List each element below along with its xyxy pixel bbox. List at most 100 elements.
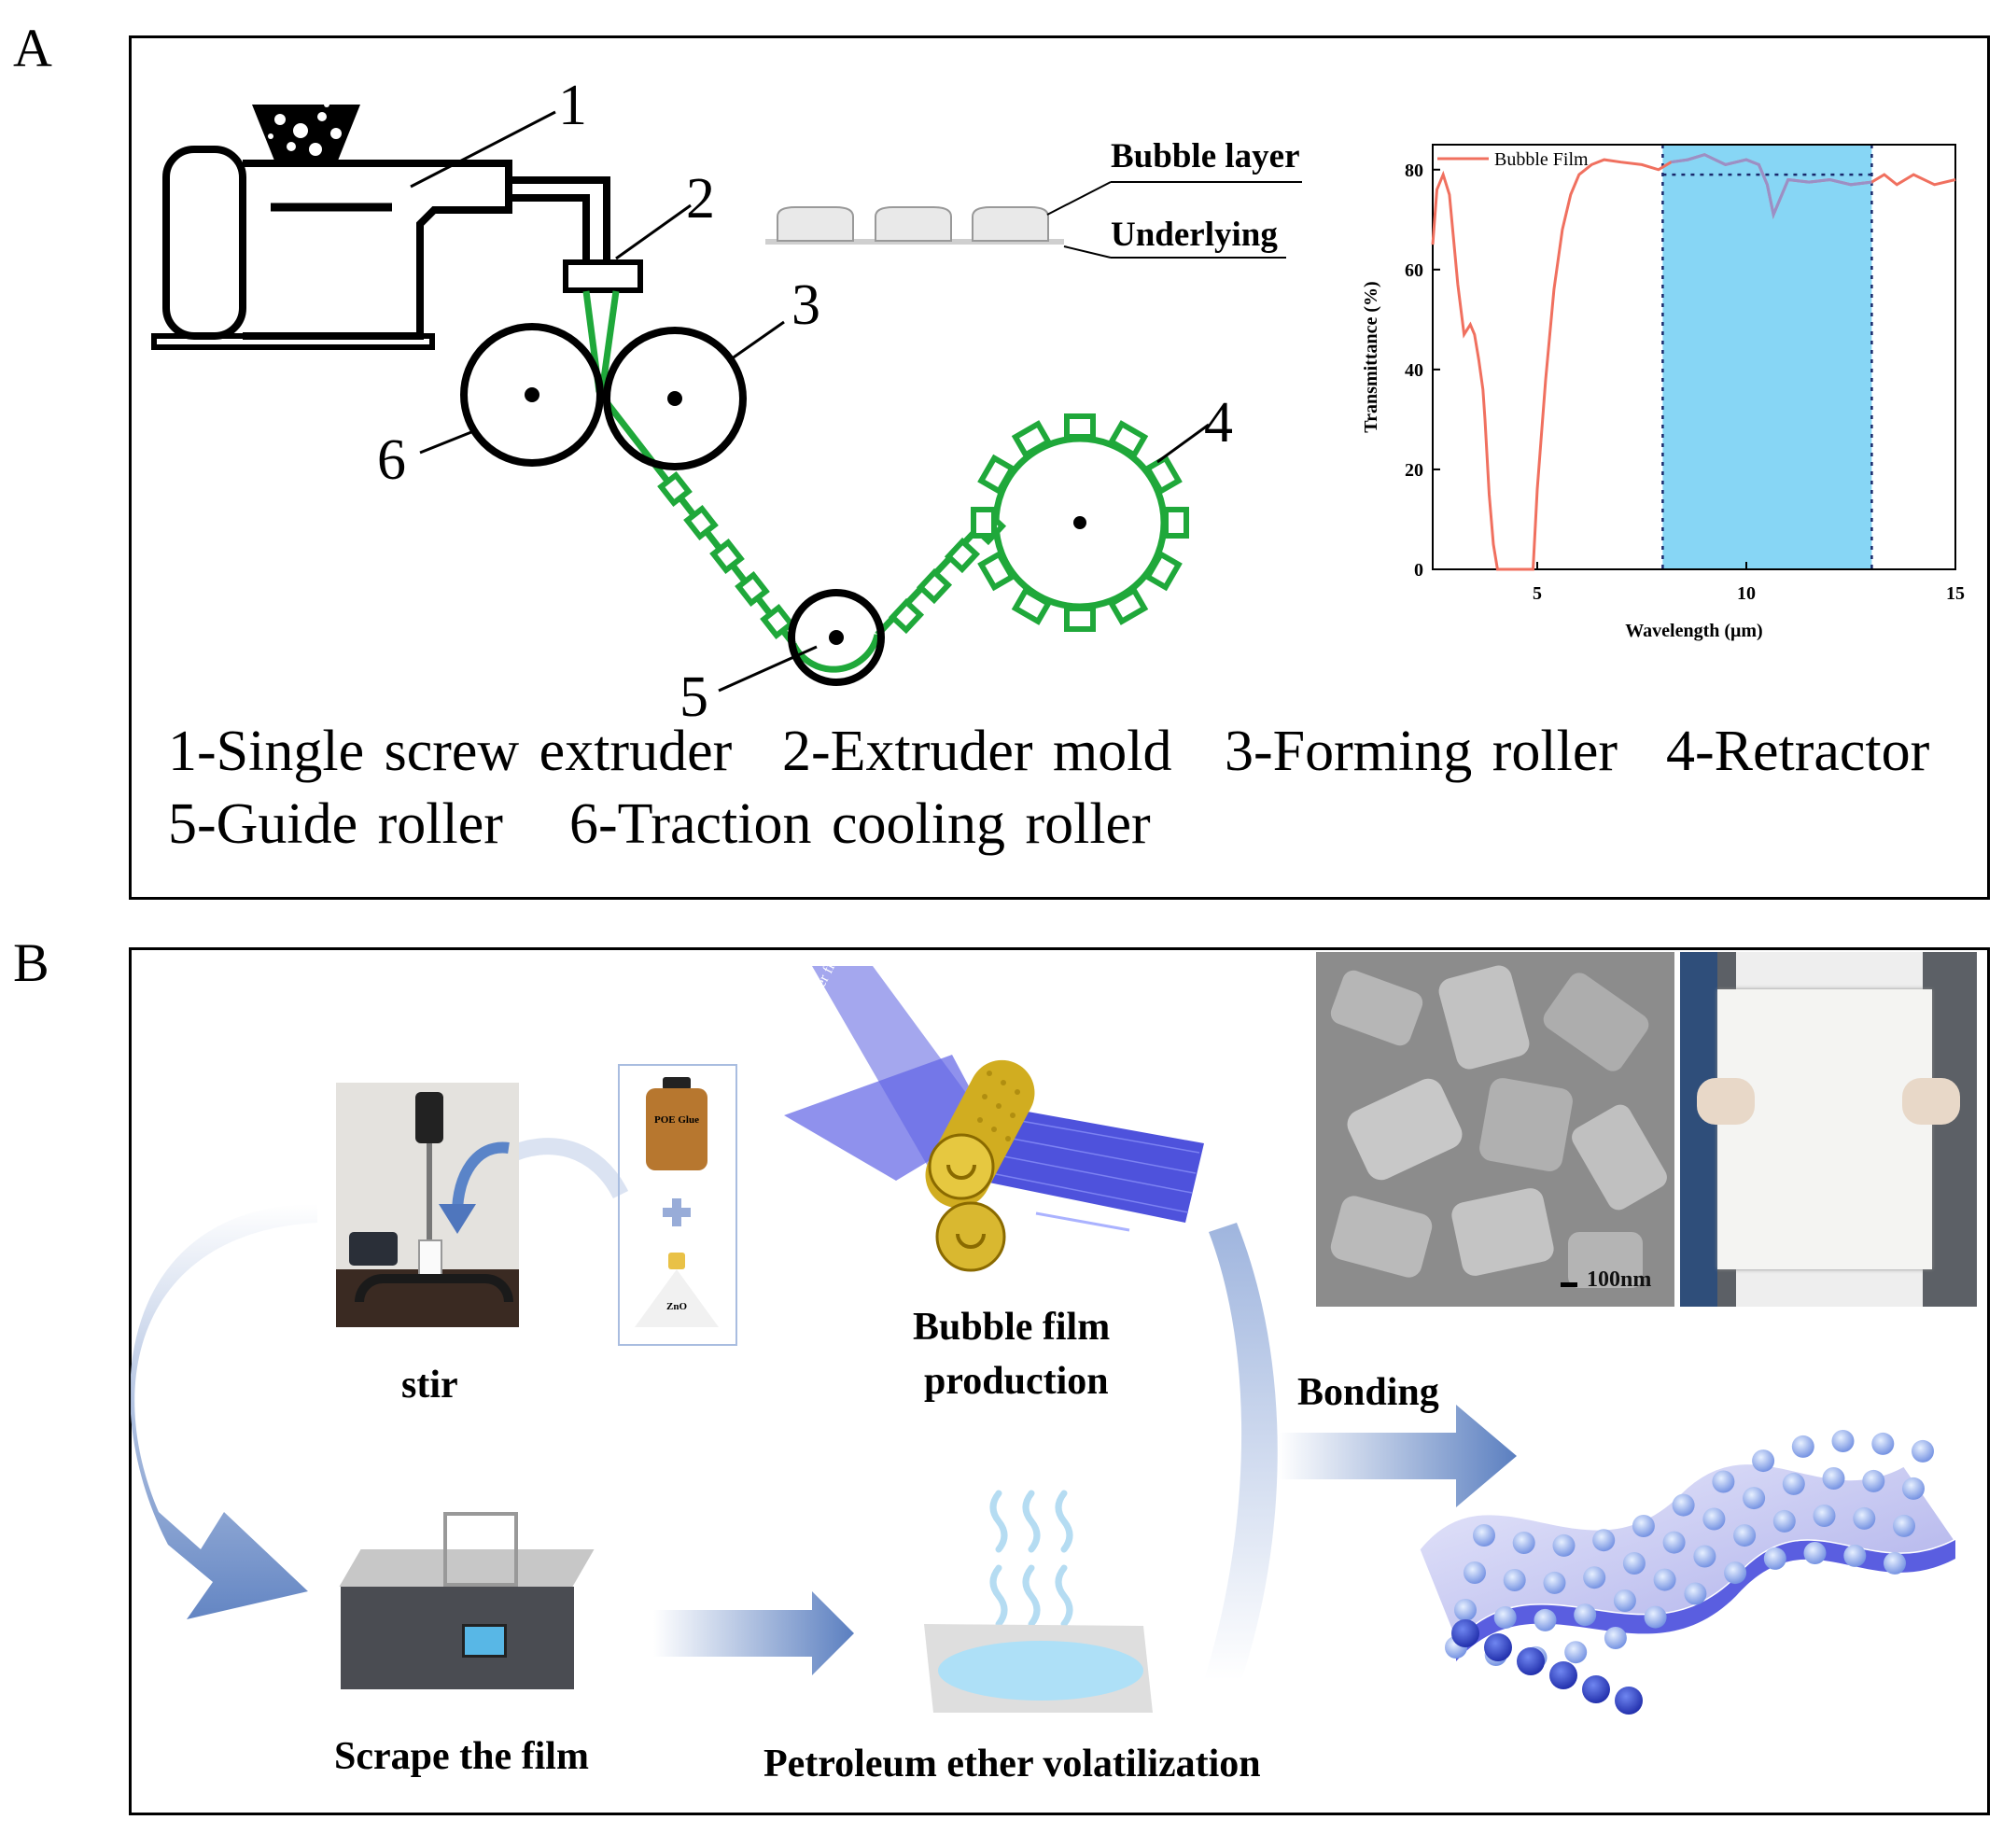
scrape-label: Scrape the film — [334, 1735, 589, 1778]
film-bubble — [1743, 1487, 1766, 1510]
label-number-6: 6 — [377, 428, 406, 492]
extrusion-schematic — [151, 102, 1302, 693]
film-bubble — [1503, 1569, 1526, 1591]
panel-a-letter: A — [13, 18, 52, 78]
label-number-3: 3 — [791, 273, 820, 337]
film-bubble — [1613, 1589, 1636, 1612]
single-screw-extruder — [151, 146, 610, 350]
poe-glue-jar: POE Glue — [646, 1077, 707, 1170]
scale-bar — [1561, 1282, 1577, 1287]
film-bubble — [1693, 1545, 1716, 1568]
film-bubble — [1512, 1532, 1535, 1554]
film-bubble — [1552, 1533, 1576, 1557]
y-tick-label: 60 — [1405, 260, 1423, 281]
film-bubble — [1574, 1603, 1597, 1627]
panel-b-letter: B — [13, 932, 49, 993]
film-bubble — [1884, 1551, 1906, 1575]
sem-image: 100nm — [1316, 952, 1674, 1307]
film-bubble — [1871, 1432, 1895, 1455]
process-flow-graphics — [131, 966, 1958, 1715]
film-bubble — [1831, 1430, 1855, 1452]
legend-item-6: 6-Traction cooling roller — [569, 792, 1151, 856]
evaporation-dish — [924, 1624, 1153, 1713]
bubble-film-dots — [1445, 1430, 1934, 1669]
film-bubble — [1772, 1509, 1796, 1533]
volatilization-label: Petroleum ether volatilization — [763, 1743, 1261, 1785]
legend-item-2: 2-Extruder mold — [782, 720, 1172, 783]
film-bubble — [1791, 1435, 1814, 1458]
film-bubble — [1473, 1524, 1495, 1547]
production-label-line1: Bubble film — [913, 1306, 1111, 1349]
film-bubble — [1543, 1571, 1566, 1594]
film-scraper-machine — [339, 1512, 595, 1708]
film-bubble — [1644, 1605, 1667, 1629]
film-bubble — [1782, 1472, 1805, 1495]
film-bubble — [1902, 1477, 1925, 1500]
film-bubble — [1752, 1449, 1775, 1473]
zno-label: ZnO — [665, 1301, 687, 1312]
panel-b-frame — [129, 947, 1990, 1815]
film-bubble — [1853, 1506, 1876, 1530]
hopper — [252, 102, 360, 161]
film-bubble — [1763, 1547, 1786, 1570]
film-bubble — [1583, 1566, 1606, 1589]
retractor — [971, 413, 1189, 632]
film-bubble — [1662, 1531, 1686, 1554]
x-tick-label: 5 — [1533, 583, 1542, 604]
label-number-4: 4 — [1204, 391, 1233, 455]
film-bubble — [1653, 1568, 1676, 1591]
y-tick-label: 40 — [1405, 360, 1423, 381]
film-bubble — [1702, 1507, 1726, 1531]
materials-box: POE Glue ZnO — [618, 1064, 737, 1346]
film-sample-photo — [1680, 952, 1977, 1307]
film-bubble — [1822, 1467, 1845, 1490]
film-bubbles-left — [657, 470, 1007, 640]
film-bubble — [1564, 1641, 1588, 1664]
film-bubble — [1464, 1561, 1486, 1584]
film-bubble — [1843, 1544, 1867, 1567]
arrow-evaporation-to-production — [1204, 1223, 1278, 1680]
film-bubble — [1912, 1439, 1934, 1463]
y-tick-label: 80 — [1405, 161, 1423, 181]
y-tick-label: 0 — [1414, 560, 1423, 581]
scale-label: 100nm — [1587, 1267, 1652, 1292]
film-bubble — [1813, 1505, 1836, 1527]
series-line-in-band — [1671, 153, 1872, 219]
poe-glue-label: POE Glue — [654, 1114, 699, 1126]
label-number-1: 1 — [558, 74, 587, 137]
underlying-label: Underlying — [1111, 216, 1278, 254]
x-axis-label: Wavelength (μm) — [1625, 621, 1762, 641]
film-bubble — [1862, 1469, 1885, 1492]
film-bubble — [1632, 1515, 1655, 1537]
bubble-layer-label: Bubble layer — [1111, 137, 1300, 175]
atmospheric-window-band — [1662, 145, 1872, 569]
legend-item-1: 1-Single screw extruder — [168, 720, 733, 783]
film-bubble — [1622, 1552, 1646, 1575]
y-tick-label: 20 — [1405, 460, 1423, 481]
film-bubble — [1604, 1627, 1627, 1649]
bubble-film-product — [1417, 1462, 1958, 1661]
plus-icon — [663, 1198, 691, 1226]
label-number-2: 2 — [686, 167, 715, 231]
film-bubble — [1733, 1524, 1757, 1547]
film-bubble — [1684, 1582, 1707, 1605]
arrow-scrape-to-evaporation — [653, 1591, 854, 1675]
stir-label: stir — [401, 1364, 458, 1407]
x-tick-label: 10 — [1737, 583, 1756, 604]
guide-roller — [788, 589, 885, 686]
stir-photo — [336, 1083, 519, 1327]
legend-label: Bubble Film — [1494, 149, 1589, 170]
steam-icon — [989, 1490, 1073, 1628]
extruder-mold — [563, 259, 643, 293]
film-bubble — [1803, 1542, 1827, 1564]
legend-item-4: 4-Retractor — [1666, 720, 1930, 783]
forming-roller — [603, 327, 747, 470]
legend-item-3: 3-Forming roller — [1225, 720, 1618, 783]
legend-item-5: 5-Guide roller — [168, 792, 503, 856]
x-tick-label: 15 — [1946, 583, 1965, 604]
production-label-line2: production — [924, 1360, 1109, 1403]
film-bubble — [1534, 1608, 1557, 1631]
film-bubble — [1493, 1606, 1517, 1629]
panel-a-frame — [129, 35, 1990, 900]
